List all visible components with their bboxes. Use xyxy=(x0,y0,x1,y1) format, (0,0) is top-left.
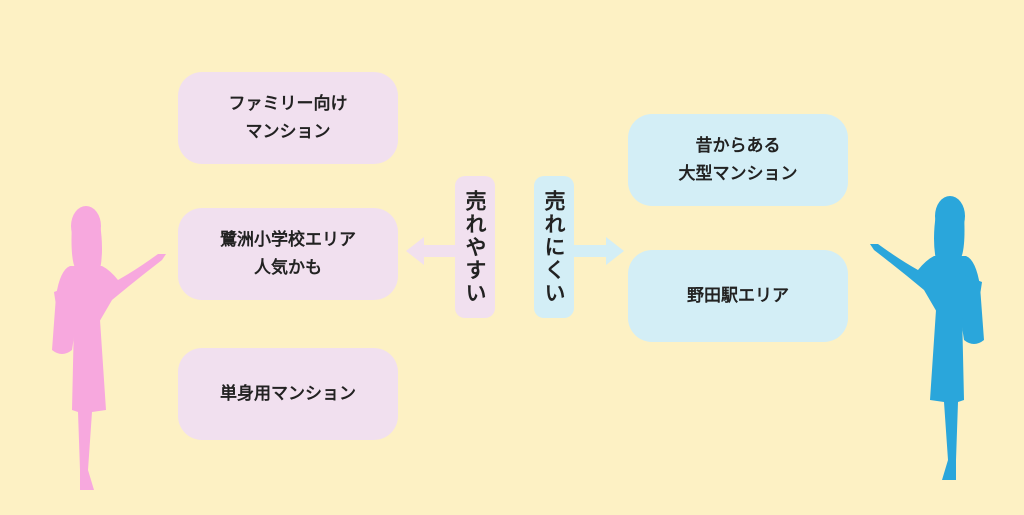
businesswoman-right-icon xyxy=(870,196,984,480)
businesswoman-left-icon xyxy=(52,206,166,490)
card-text-line1: ファミリー向け xyxy=(228,93,348,114)
label-hard-to-sell: 売れにくい xyxy=(534,176,574,318)
card-text-line1: 野田駅エリア xyxy=(687,285,789,306)
card-noda-station-area: 野田駅エリア xyxy=(628,250,848,342)
card-text-line1: 鷺洲小学校エリア xyxy=(220,229,356,250)
card-old-large-mansion: 昔からある 大型マンション xyxy=(628,114,848,206)
label-easy-to-sell: 売れやすい xyxy=(455,176,495,318)
card-text-line1: 単身用マンション xyxy=(220,383,356,404)
card-sagisu-school-area: 鷺洲小学校エリア 人気かも xyxy=(178,208,398,300)
card-text-line2: 人気かも xyxy=(254,258,322,278)
card-text-line2: 大型マンション xyxy=(678,164,798,184)
card-text-line1: 昔からある xyxy=(695,135,781,156)
arrow-right-icon xyxy=(574,237,624,265)
card-text-line2: マンション xyxy=(245,122,331,142)
card-single-mansion: 単身用マンション xyxy=(178,348,398,440)
card-family-mansion: ファミリー向け マンション xyxy=(178,72,398,164)
arrow-left-icon xyxy=(406,237,456,265)
